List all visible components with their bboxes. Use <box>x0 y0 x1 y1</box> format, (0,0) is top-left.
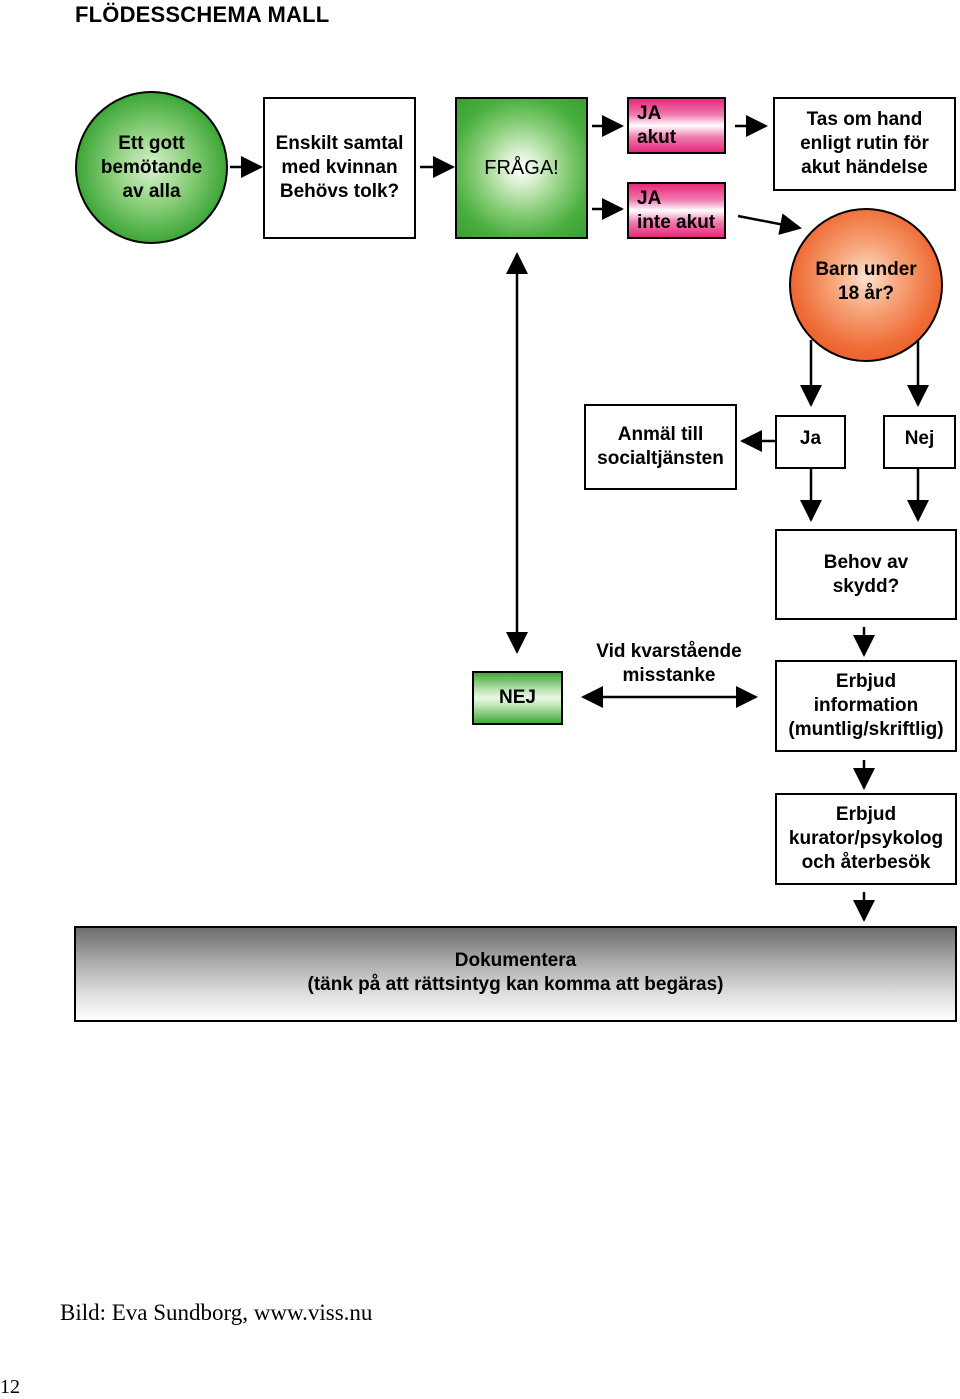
nej-label: Nej <box>904 428 935 449</box>
protection-need-box: Behov av skydd? <box>775 529 957 620</box>
document-box: Dokumentera (tänk på att rättsintyg kan … <box>74 926 957 1022</box>
arrow-not-acute-to-child <box>737 213 802 235</box>
page-number: 12 <box>0 1376 20 1398</box>
no-box: NEJ <box>472 671 563 725</box>
nej-box: Nej <box>883 415 956 469</box>
no-label: NEJ <box>499 687 536 708</box>
remaining-suspicion-label: Vid kvarstående misstanke <box>596 641 742 686</box>
offer-counselor-box: Erbjud kurator/psykolog och återbesök <box>775 793 957 885</box>
private-talk-label: Enskilt samtal med kvinnan Behövs tolk? <box>275 133 404 202</box>
question-label: FRÅGA! <box>484 157 559 179</box>
page-title: FLÖDESSCHEMA MALL <box>75 2 330 27</box>
report-social-box: Anmäl till socialtjänsten <box>584 404 737 490</box>
yes-acute-label: JA akut <box>637 102 677 148</box>
yes-acute-box: JA akut <box>627 97 726 154</box>
yes-not-acute-box: JA inte akut <box>627 182 726 239</box>
acute-routine-box: Tas om hand enligt rutin för akut händel… <box>773 97 956 191</box>
child-under-18-label: Barn under 18 år? <box>815 259 917 304</box>
question-box: FRÅGA! <box>455 97 588 239</box>
protection-need-label: Behov av skydd? <box>823 552 909 597</box>
start-circle: Ett gott bemötande av alla <box>75 91 228 244</box>
ja-box: Ja <box>775 415 846 469</box>
acute-routine-label: Tas om hand enligt rutin för akut händel… <box>800 109 929 178</box>
start-label: Ett gott bemötande av alla <box>100 132 203 202</box>
offer-information-box: Erbjud information (muntlig/skriftlig) <box>775 660 957 752</box>
private-talk-box: Enskilt samtal med kvinnan Behövs tolk? <box>263 97 416 239</box>
document-label: Dokumentera (tänk på att rättsintyg kan … <box>307 950 724 995</box>
offer-counselor-label: Erbjud kurator/psykolog och återbesök <box>788 804 944 873</box>
ja-label: Ja <box>799 428 822 449</box>
report-social-label: Anmäl till socialtjänsten <box>597 424 724 469</box>
image-credit: Bild: Eva Sundborg, www.viss.nu <box>60 1300 373 1325</box>
offer-information-label: Erbjud information (muntlig/skriftlig) <box>788 671 944 740</box>
child-under-18-circle: Barn under 18 år? <box>789 208 943 362</box>
yes-not-acute-label: JA inte akut <box>637 187 716 233</box>
